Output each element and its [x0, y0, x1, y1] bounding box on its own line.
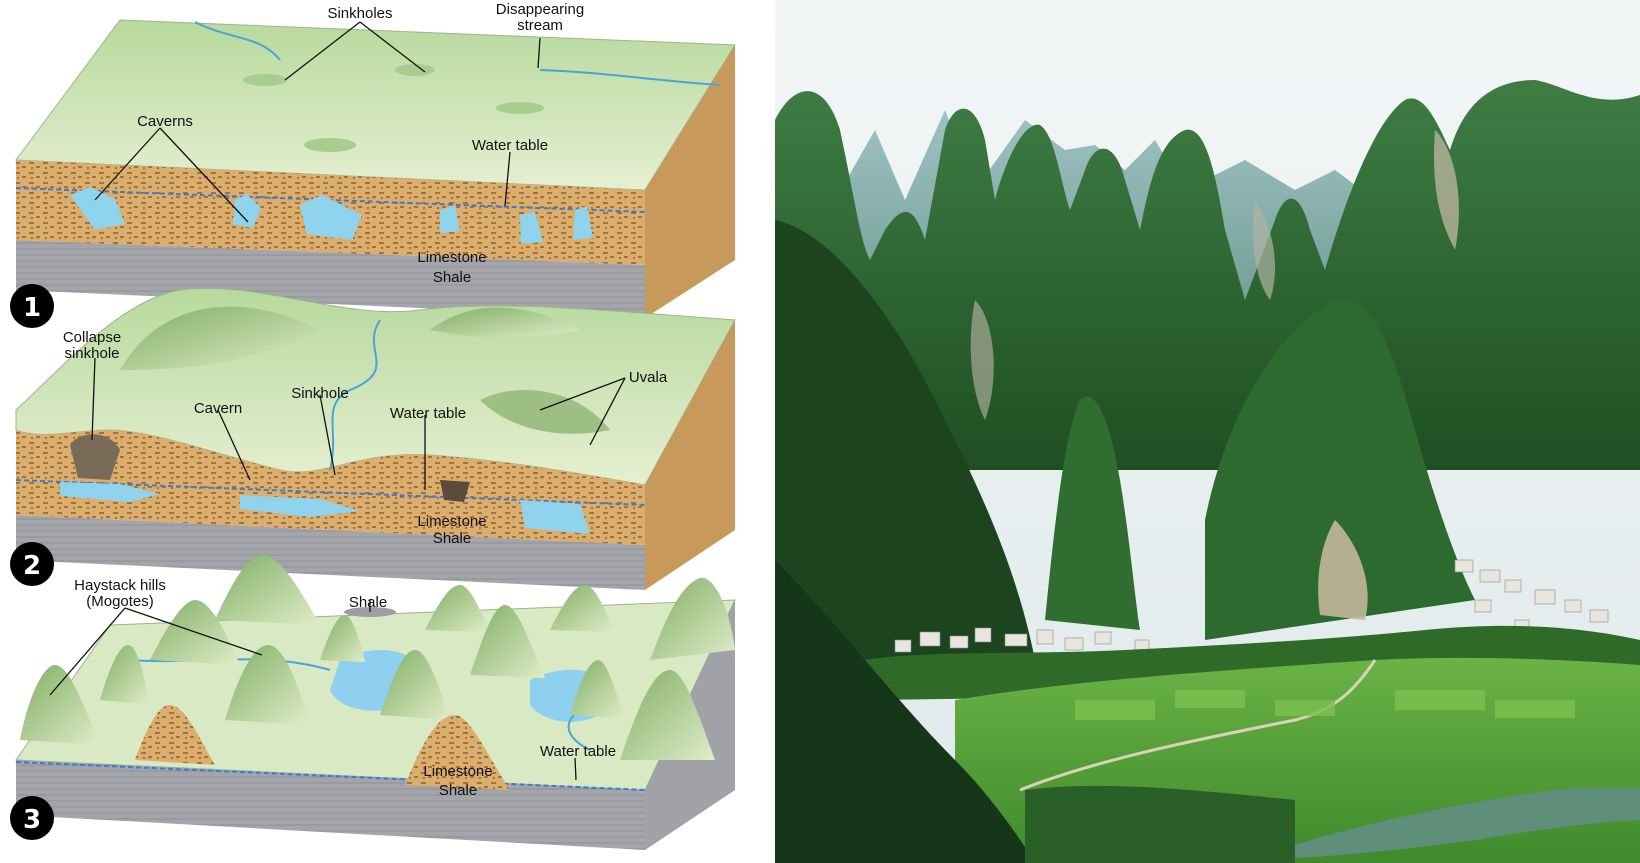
- label-water-table-2: Water table: [390, 405, 466, 422]
- mogote-hill: [380, 650, 450, 720]
- sinkhole-depression: [496, 102, 544, 114]
- block-stage-2: [15, 287, 736, 590]
- shale-layer-2: [16, 515, 645, 590]
- mogote-hill: [20, 665, 100, 745]
- cavern-1: [573, 206, 593, 240]
- label-limestone-3: Limestone: [423, 763, 492, 780]
- mogote-hill: [550, 585, 615, 632]
- foreground-dark-slope: [775, 560, 1035, 863]
- side-face-2: [645, 320, 735, 590]
- leader-lines: [49, 21, 626, 781]
- water-table-line-3: [15, 761, 646, 791]
- label-disappearing-stream-2: stream: [517, 17, 563, 34]
- stage-badge-3: 3: [10, 796, 54, 840]
- mogote-hill: [470, 605, 545, 678]
- karst-diagram: Sinkholes Disappearing stream Caverns Wa…: [10, 1, 736, 850]
- field-patches: [1075, 690, 1575, 720]
- label-shale-2: Shale: [433, 530, 471, 547]
- label-shale-3: Shale: [439, 782, 477, 799]
- river: [1295, 787, 1640, 858]
- cavern-2: [520, 500, 590, 534]
- label-disappearing-stream-1: Disappearing: [496, 1, 584, 18]
- cavern-1: [440, 206, 460, 233]
- block-stage-3: [15, 555, 736, 850]
- collapse-sinkhole-pit: [70, 434, 120, 480]
- limestone-remnant: [135, 705, 215, 765]
- hill-2: [120, 306, 320, 370]
- label-limestone-2: Limestone: [417, 513, 486, 530]
- mogote-hill: [425, 585, 490, 632]
- foreground-hill: [1045, 396, 1140, 630]
- cavern-2: [240, 495, 360, 517]
- cavern-2: [60, 482, 160, 502]
- village: [894, 559, 1609, 653]
- cliff-face: [970, 300, 994, 420]
- sinkhole-depression: [395, 64, 435, 76]
- stage-badge-1: 1: [10, 284, 54, 328]
- mogote-hill: [570, 660, 625, 718]
- label-water-table-1: Water table: [472, 137, 548, 154]
- mogote-hill: [620, 670, 715, 760]
- cliff-face: [1318, 520, 1368, 620]
- limestone-remnant: [405, 715, 510, 790]
- labels-stage-3: Haystack hills (Mogotes) Shale Water tab…: [74, 577, 616, 799]
- stream-1: [194, 21, 721, 86]
- stage-badge-2: 2: [10, 542, 54, 586]
- mogote-hill: [100, 645, 150, 705]
- water-table-line-2: [15, 479, 646, 506]
- stage-number-1: 1: [23, 293, 41, 323]
- label-cavern: Cavern: [194, 400, 242, 417]
- label-haystack-hills-2: (Mogotes): [86, 593, 154, 610]
- sinkhole-depression: [243, 74, 287, 86]
- limestone-layer-2: [16, 430, 645, 545]
- karst-landscape-photo: [775, 0, 1640, 863]
- hill-2: [430, 307, 580, 338]
- cavern-1: [300, 195, 362, 240]
- surface-1: [15, 19, 736, 191]
- cavern-1: [233, 194, 261, 228]
- mogote-hill: [215, 555, 320, 625]
- label-sinkhole: Sinkhole: [291, 385, 349, 402]
- label-uvala: Uvala: [629, 369, 668, 386]
- label-collapse-sinkhole-1: Collapse: [63, 329, 121, 346]
- cavern-1: [520, 212, 543, 244]
- label-shale-1: Shale: [433, 269, 471, 286]
- foreground-trees: [1025, 785, 1295, 863]
- block-stage-1: [15, 19, 736, 318]
- label-water-table-3: Water table: [540, 743, 616, 760]
- stage-number-3: 3: [23, 805, 41, 835]
- foreground-cliff-left: [775, 220, 1035, 700]
- side-face-1: [645, 45, 735, 318]
- labels-stage-1: Sinkholes Disappearing stream Caverns Wa…: [137, 1, 584, 286]
- stream-2: [329, 319, 381, 471]
- labels-stage-2: Collapse sinkhole Uvala Sinkhole Cavern …: [63, 329, 668, 547]
- mogote-hill: [225, 645, 310, 725]
- foreground-hill: [1205, 299, 1475, 640]
- field-road: [1019, 659, 1377, 792]
- mogote-hill: [650, 577, 735, 660]
- label-haystack-hills-1: Haystack hills: [74, 577, 166, 594]
- cavern-1: [70, 187, 125, 230]
- label-shale-surface: Shale: [349, 594, 387, 611]
- sinkhole-depression: [304, 138, 356, 152]
- label-collapse-sinkhole-2: sinkhole: [64, 345, 119, 362]
- mogote-hill: [320, 615, 365, 662]
- label-caverns: Caverns: [137, 113, 193, 130]
- stage-number-2: 2: [23, 551, 41, 581]
- cliff-face: [1253, 200, 1275, 300]
- shale-layer-1: [16, 240, 645, 318]
- cavern-2: [440, 480, 470, 502]
- label-sinkholes: Sinkholes: [327, 5, 392, 22]
- cliff-face: [1434, 130, 1459, 250]
- label-limestone-1: Limestone: [417, 249, 486, 266]
- uvala-depression: [480, 390, 610, 434]
